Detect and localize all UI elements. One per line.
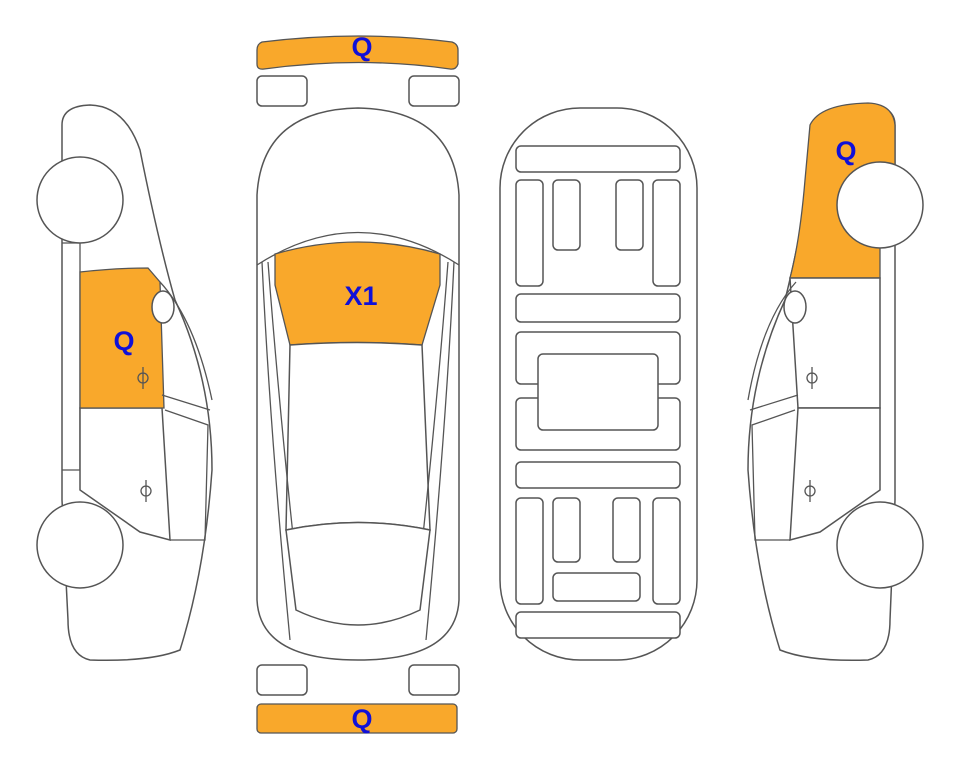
headlight-right[interactable]: [408, 75, 460, 107]
underside-panel: [515, 145, 681, 173]
underside-center: [537, 353, 659, 431]
underside-panel: [615, 179, 644, 251]
roof[interactable]: [285, 341, 431, 531]
right-rear-door-handle[interactable]: [804, 480, 816, 502]
underside-panel: [652, 179, 681, 287]
underside-panel: [515, 497, 544, 605]
windshield-label: X1: [344, 281, 377, 311]
underside-panel: [552, 572, 641, 602]
left-rear-door-handle[interactable]: [140, 480, 152, 502]
left-side-view: Q: [36, 104, 213, 662]
right-door-handle[interactable]: [806, 367, 818, 389]
left-front-door-label: Q: [113, 326, 134, 356]
right-mirror[interactable]: [783, 290, 807, 324]
underside-panel: [612, 497, 641, 563]
right-front-wheel[interactable]: [836, 161, 924, 249]
left-door-handle[interactable]: [137, 367, 149, 389]
underside-panel: [515, 293, 681, 323]
taillight-left[interactable]: [256, 664, 308, 696]
underside-panel: [652, 497, 681, 605]
hood-line: [256, 231, 460, 266]
headlight-left[interactable]: [256, 75, 308, 107]
underside-panel: [552, 497, 581, 563]
right-windows: [747, 281, 799, 541]
underside-panel: [515, 179, 544, 287]
top-view: Q X1 Q: [256, 32, 460, 734]
front-bumper[interactable]: [256, 35, 459, 70]
underside-panel: [552, 179, 581, 251]
underside-view: [499, 107, 698, 661]
left-windows: [159, 281, 213, 541]
rear-bumper-label: Q: [351, 704, 372, 734]
taillight-right[interactable]: [408, 664, 460, 696]
right-side-view: Q: [747, 102, 924, 662]
rear-bumper[interactable]: [256, 703, 458, 734]
left-front-wheel[interactable]: [36, 156, 124, 244]
rear-window[interactable]: [285, 521, 431, 626]
right-rear-door[interactable]: [789, 407, 881, 541]
left-rear-wheel[interactable]: [36, 501, 124, 589]
right-rear-wheel[interactable]: [836, 501, 924, 589]
left-mirror[interactable]: [151, 290, 175, 324]
front-bumper-label: Q: [351, 32, 372, 62]
underside-panel: [515, 611, 681, 639]
underside-panel: [515, 461, 681, 489]
right-front-fender-label: Q: [835, 136, 856, 166]
